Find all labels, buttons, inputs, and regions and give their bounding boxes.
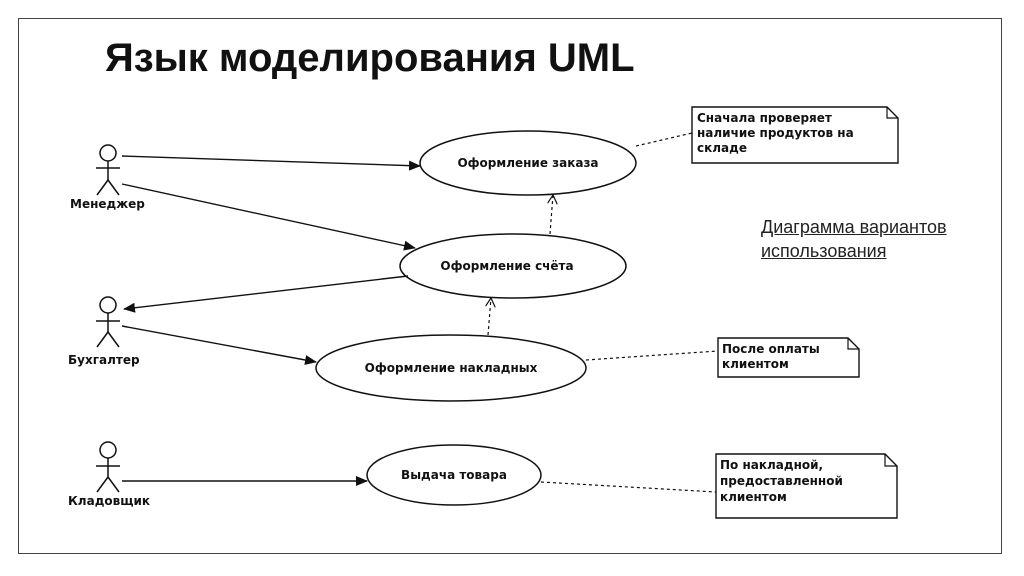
caption-line-2: использования bbox=[761, 241, 887, 261]
note-waybill: После оплаты клиентом bbox=[717, 337, 860, 378]
actor-manager: Менеджер bbox=[70, 144, 145, 211]
note-waybill-line-1: После оплаты bbox=[722, 342, 820, 356]
use-case-invoice: Оформление счёта bbox=[399, 233, 627, 299]
use-case-label-order: Оформление заказа bbox=[457, 156, 598, 170]
dependency-invoice-order bbox=[550, 195, 553, 235]
note-issue-line-2: предоставленной bbox=[720, 474, 843, 488]
use-case-order: Оформление заказа bbox=[419, 130, 637, 196]
use-case-issue: Выдача товара bbox=[366, 444, 542, 506]
dependency-waybill-invoice bbox=[488, 298, 491, 336]
diagram-caption: Диаграмма вариантов использования bbox=[761, 215, 947, 263]
note-issue-line-1: По накладной, bbox=[720, 458, 823, 472]
note-link-waybill bbox=[585, 350, 719, 361]
stick-figure-icon bbox=[96, 441, 120, 493]
association-manager-order bbox=[121, 155, 421, 171]
caption-line-1: Диаграмма вариантов bbox=[761, 217, 947, 237]
note-issue-line-3: клиентом bbox=[720, 490, 787, 504]
note-order: Сначала проверяет наличие продуктов на с… bbox=[691, 106, 899, 164]
note-order-line-1: Сначала проверяет bbox=[697, 111, 832, 125]
use-case-label-issue: Выдача товара bbox=[401, 468, 507, 482]
actor-label-accountant: Бухгалтер bbox=[68, 353, 140, 367]
use-case-label-invoice: Оформление счёта bbox=[440, 259, 573, 273]
note-order-line-2: наличие продуктов на bbox=[697, 126, 854, 140]
use-case-label-waybill: Оформление накладных bbox=[365, 361, 538, 375]
actor-label-manager: Менеджер bbox=[70, 197, 145, 211]
note-waybill-line-2: клиентом bbox=[722, 357, 789, 371]
actor-label-storekeeper: Кладовщик bbox=[68, 494, 150, 508]
stick-figure-icon bbox=[96, 296, 120, 348]
actor-accountant: Бухгалтер bbox=[68, 296, 140, 367]
association-accountant-waybill bbox=[121, 325, 317, 365]
note-link-order bbox=[635, 132, 693, 147]
note-issue: По накладной, предоставленной клиентом bbox=[715, 453, 898, 519]
actor-storekeeper: Кладовщик bbox=[68, 441, 150, 508]
association-manager-invoice bbox=[121, 183, 416, 251]
use-case-waybill: Оформление накладных bbox=[315, 334, 587, 402]
association-invoice-accountant bbox=[123, 275, 409, 313]
note-link-issue bbox=[540, 481, 717, 493]
slide-frame bbox=[18, 18, 1002, 554]
slide-title: Язык моделирования UML bbox=[105, 36, 635, 80]
note-order-line-3: складе bbox=[697, 141, 747, 155]
stick-figure-icon bbox=[96, 144, 120, 196]
